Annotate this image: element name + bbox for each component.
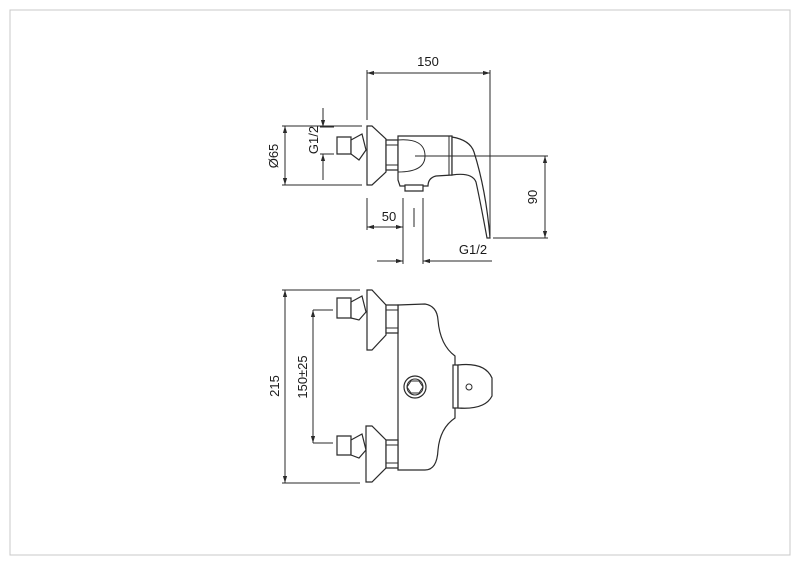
outlet-thread-label: G1/2: [459, 242, 487, 257]
inlet-thread-label: G1/2: [306, 126, 321, 154]
dim-90-label: 90: [525, 190, 540, 204]
body: [397, 135, 453, 187]
wall-plate-upper: [366, 289, 387, 351]
dim-50-label: 50: [382, 209, 396, 224]
lever-cap: [457, 363, 493, 409]
wall-plate: [366, 125, 387, 186]
dim-150-label: 150: [417, 54, 439, 69]
dim-150-25-label: 150±25: [295, 355, 310, 398]
dim-65-label: Ø65: [266, 144, 281, 169]
dim-215-label: 215: [267, 375, 282, 397]
top-view: 215 150±25: [267, 289, 493, 484]
side-view: 150 Ø65 G1/2 90 50 G1/2: [266, 54, 548, 264]
drawing-border: [9, 9, 791, 556]
outlet: [404, 184, 424, 192]
wall-plate-lower: [365, 425, 387, 483]
inlet-connector: [336, 136, 352, 155]
lever-handle: [451, 136, 491, 239]
